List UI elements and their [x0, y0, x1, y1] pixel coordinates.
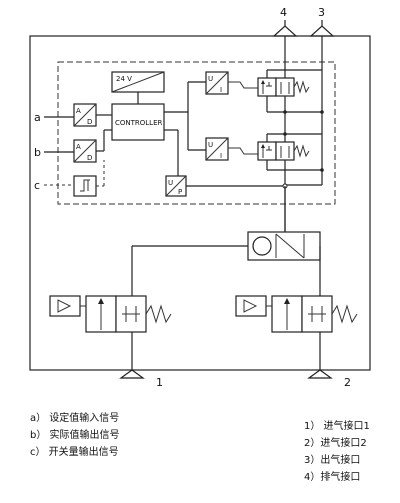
up-sensor: U P — [165, 175, 187, 197]
svg-text:P: P — [178, 188, 182, 196]
signal-b-label: b — [34, 146, 41, 159]
svg-text:U: U — [208, 141, 213, 149]
ui-converter-bottom: U I — [205, 137, 229, 161]
legend-item-c: c） 开关量输出信号 — [30, 447, 119, 458]
legend-item-3: 3）出气接口 — [304, 455, 361, 466]
main-valve-right — [235, 295, 358, 333]
signal-a-label: a — [34, 111, 41, 124]
legend-signals: a） 设定值输入信号 b） 实际值输出信号 c） 开关量输出信号 — [30, 410, 120, 461]
svg-text:A: A — [76, 143, 81, 151]
legend-item-4: 4）排气接口 — [304, 472, 361, 483]
ui-converter-top: U I — [205, 71, 229, 95]
shuttle-valve — [247, 231, 321, 261]
svg-text:CONTROLLER: CONTROLLER — [115, 119, 163, 127]
svg-text:I: I — [220, 152, 222, 160]
port-1-label: 1 — [156, 376, 163, 389]
housing-frame — [29, 35, 371, 371]
svg-text:D: D — [87, 118, 92, 126]
svg-text:I: I — [220, 86, 222, 94]
legend-item-2: 2）进气接口2 — [304, 438, 367, 449]
supply-24v-block: 24 V — [111, 71, 165, 93]
port-2-label: 2 — [344, 376, 351, 389]
svg-text:U: U — [168, 179, 173, 187]
ad-converter-top: A D — [73, 103, 97, 127]
legend-item-a: a） 设定值输入信号 — [30, 413, 120, 424]
port-3-marker — [309, 20, 335, 37]
legend-item-1: 1） 进气接口1 — [304, 421, 370, 432]
port-3-label: 3 — [318, 6, 325, 19]
port-1-marker — [119, 369, 145, 379]
svg-text:U: U — [208, 75, 213, 83]
svg-text:A: A — [76, 107, 81, 115]
port-4-marker — [272, 20, 298, 37]
controller-block: CONTROLLER — [111, 103, 165, 141]
svg-text:D: D — [87, 154, 92, 162]
pilot-valve-bottom — [257, 141, 310, 161]
pilot-valve-top — [257, 77, 310, 97]
port-4-label: 4 — [280, 6, 287, 19]
ad-converter-bottom: A D — [73, 139, 97, 163]
electronics-module — [57, 61, 336, 205]
signal-c-label: c — [34, 179, 40, 192]
legend-item-b: b） 实际值输出信号 — [30, 430, 120, 441]
port-2-marker — [307, 369, 333, 379]
switch-output-block — [73, 175, 97, 197]
svg-text:24 V: 24 V — [116, 75, 132, 83]
legend-ports: 1） 进气接口1 2）进气接口2 3）出气接口 4）排气接口 — [304, 418, 370, 486]
main-valve-left — [49, 295, 172, 333]
